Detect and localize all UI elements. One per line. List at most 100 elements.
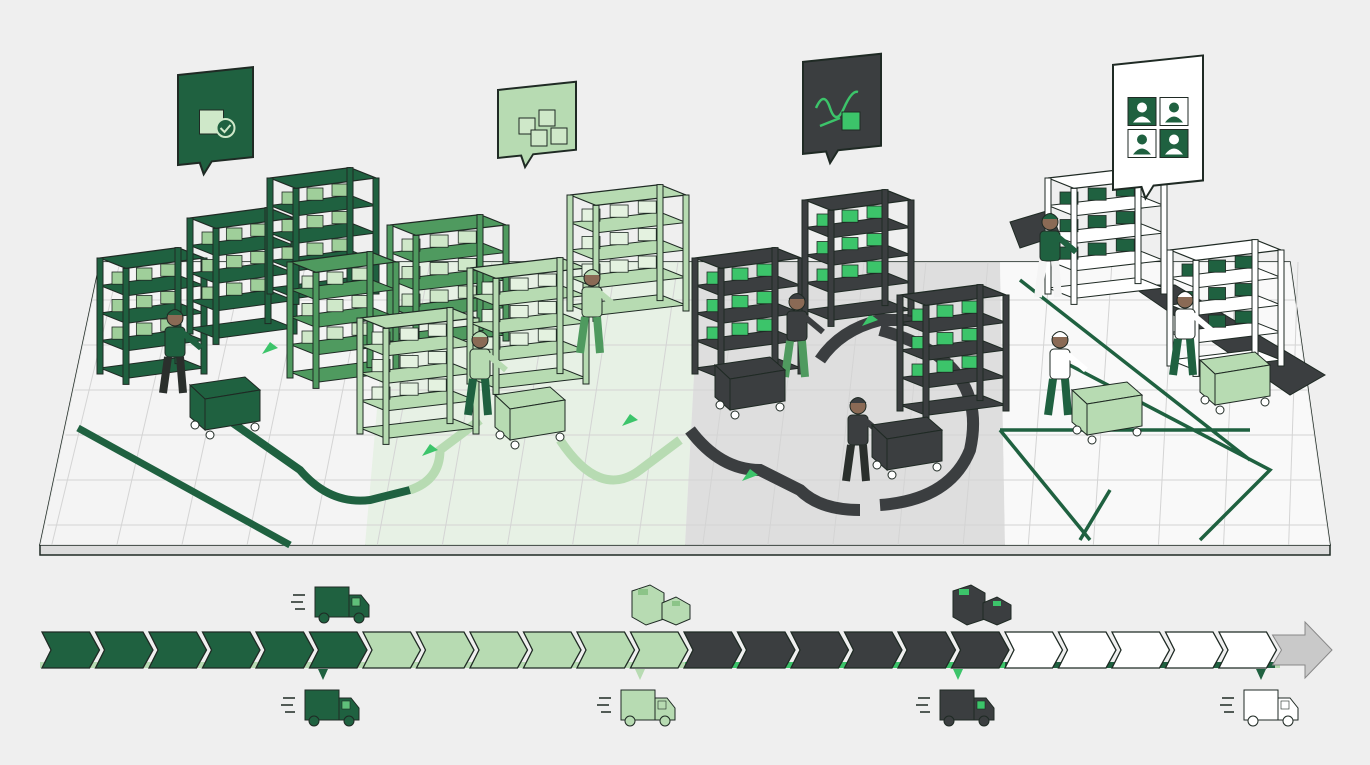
truck-wheel	[1247, 715, 1259, 727]
speed-lines	[1220, 697, 1234, 713]
box-icon	[961, 300, 979, 314]
timeline-chevron	[40, 631, 101, 669]
box-icon	[841, 264, 859, 278]
truck-icon	[916, 689, 995, 727]
box-icon	[550, 127, 568, 145]
speech-bubble-shape	[497, 80, 577, 170]
box-icon	[326, 271, 344, 285]
box-icon	[1087, 187, 1107, 201]
shelf-top	[569, 183, 687, 207]
cart-wheel	[1132, 427, 1142, 437]
box-icon	[961, 355, 979, 369]
truck-window	[657, 700, 667, 710]
boxes-icon	[631, 584, 691, 626]
speech-bubble	[497, 80, 577, 170]
floor-path-line	[197, 396, 411, 505]
speech-bubble-shape	[1112, 54, 1204, 201]
timeline-arrowhead	[1271, 620, 1333, 680]
shelf-post	[556, 257, 564, 375]
cart-front	[886, 429, 943, 471]
worker-torso	[1174, 308, 1196, 340]
cart	[188, 376, 262, 440]
cart	[1070, 381, 1144, 445]
cart-front	[509, 399, 566, 441]
box-icon	[135, 295, 153, 309]
shelf-post	[372, 177, 380, 295]
worker-cap	[471, 331, 489, 338]
timeline-chevron	[254, 631, 315, 669]
timeline-shadow	[685, 662, 1005, 668]
shelf-post	[566, 194, 574, 312]
box-icon	[936, 359, 954, 373]
worker-cap	[1041, 213, 1059, 220]
cart-wheel	[510, 440, 520, 450]
box-icon	[537, 273, 557, 287]
box-icon	[429, 234, 449, 248]
shelf-post	[266, 177, 274, 295]
timeline-chevron	[789, 631, 850, 669]
shelf-post	[976, 284, 984, 402]
shelf-post	[96, 257, 104, 375]
shelf-top	[187, 206, 297, 230]
box-icon	[427, 323, 447, 337]
check-circle	[215, 118, 236, 138]
box-icon	[457, 230, 477, 244]
box-icon	[250, 278, 267, 292]
cart-wheel	[932, 462, 942, 472]
box-tape	[993, 601, 1001, 606]
direction-arrow-icon	[742, 469, 758, 481]
cart	[1198, 351, 1272, 415]
cart-front	[729, 369, 786, 411]
shelf-top	[1169, 238, 1282, 262]
speed-lines	[291, 594, 305, 610]
direction-arrow-icon	[622, 414, 638, 426]
worker-arm	[181, 330, 203, 351]
box-icon	[936, 304, 954, 318]
marker-pointer	[953, 669, 963, 680]
cart-wheel	[887, 470, 897, 480]
truck-cargo	[939, 689, 975, 721]
shelf-post	[691, 257, 699, 375]
shelf-post	[1002, 294, 1010, 412]
cart-wheel	[1215, 405, 1225, 415]
boxes-icon	[518, 109, 568, 147]
worker-torso	[1039, 230, 1061, 262]
box-icon	[866, 205, 884, 219]
worker-arm	[803, 314, 825, 335]
box-icon	[331, 211, 349, 225]
shelf-unit	[96, 246, 208, 385]
cart-wheel	[1200, 395, 1210, 405]
marker-pointer	[318, 669, 328, 680]
box-icon	[225, 255, 243, 269]
box-icon	[756, 263, 774, 277]
boxes-icon	[952, 584, 1012, 626]
cart	[493, 386, 567, 450]
shelf-top	[389, 213, 507, 237]
box-icon	[637, 200, 657, 214]
shelf-post	[122, 267, 130, 385]
user-icon	[1169, 102, 1179, 113]
box-icon	[306, 187, 324, 201]
timeline-chevron	[1003, 631, 1064, 669]
shelf-unit	[566, 183, 690, 322]
shelf-post	[292, 187, 300, 305]
truck-window	[976, 700, 986, 710]
worker-torso	[847, 414, 869, 446]
shelf-post	[1277, 249, 1285, 367]
shelf-post	[492, 277, 500, 395]
cart-wheel	[715, 400, 725, 410]
box-icon	[306, 242, 324, 256]
truck-wheel	[343, 715, 355, 727]
truck-wheel	[353, 612, 365, 624]
truck-icon	[291, 586, 370, 624]
timeline-chevron	[843, 631, 903, 669]
worker-cap	[1051, 331, 1069, 338]
truck-cargo	[620, 689, 656, 721]
worker-legs	[842, 444, 870, 482]
box-icon	[1208, 259, 1226, 273]
worker-arm	[598, 290, 620, 311]
box-tape	[672, 601, 680, 606]
box-icon	[225, 282, 243, 296]
box-icon	[537, 301, 557, 315]
